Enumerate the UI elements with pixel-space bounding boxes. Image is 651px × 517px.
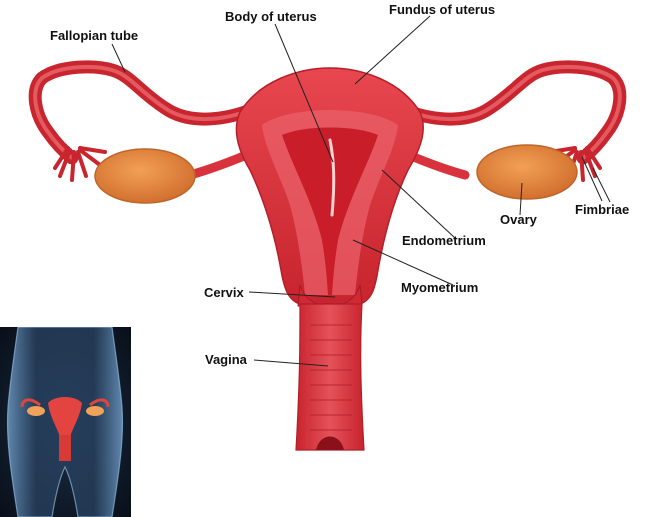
endometrium-cavity — [282, 127, 378, 295]
fallopian-tube-left — [28, 60, 252, 165]
label-body-of-uterus: Body of uterus — [225, 9, 317, 24]
inset-body-silhouette — [0, 327, 131, 517]
leader-lines — [111, 15, 611, 367]
fimbriae-left — [53, 146, 107, 182]
label-myometrium: Myometrium — [401, 280, 479, 295]
vaginal-opening — [316, 436, 344, 450]
label-fimbriae: Fimbriae — [575, 202, 630, 217]
label-endometrium: Endometrium — [402, 233, 486, 248]
uterine-cavity-highlight — [328, 138, 336, 217]
label-ovary: Ovary — [500, 212, 537, 227]
vagina — [295, 303, 365, 451]
label-fundus-of-uterus: Fundus of uterus — [389, 2, 496, 17]
label-cervix: Cervix — [204, 285, 244, 300]
inset-uterus — [20, 397, 110, 461]
label-fallopian-tube: Fallopian tube — [50, 28, 139, 43]
fallopian-tube-right — [403, 60, 627, 165]
label-vagina: Vagina — [205, 352, 247, 367]
vaginal-rugae — [310, 324, 352, 431]
ovary-left — [94, 148, 196, 204]
ovary-right — [476, 144, 578, 200]
